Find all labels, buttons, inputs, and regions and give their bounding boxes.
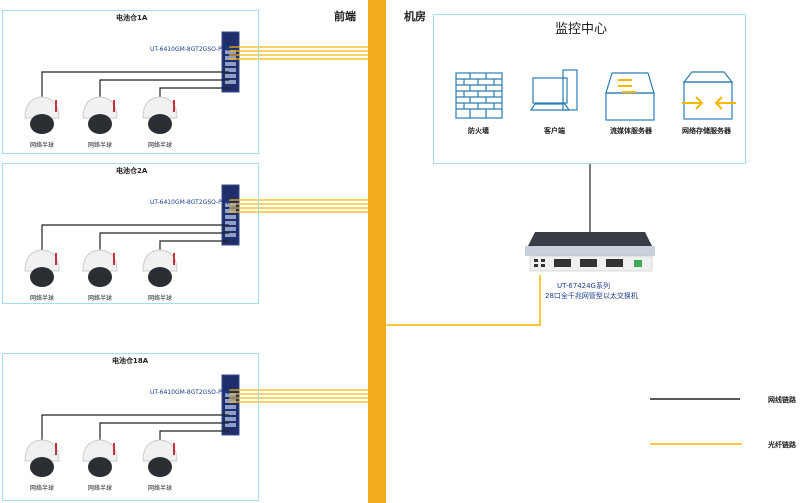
center-item-client: 客户端 <box>544 127 565 135</box>
ethernet-link <box>99 79 229 97</box>
center-item-firewall: 防火墙 <box>468 127 489 135</box>
zone-2 <box>2 163 259 304</box>
dome-camera-icon <box>142 249 178 272</box>
camera-lens <box>148 114 172 134</box>
legend-ethernet-label: 网线链路 <box>768 396 796 404</box>
camera-stripe <box>173 100 175 112</box>
front-label: 前端 <box>334 10 356 23</box>
center-item-storage: 网络存储服务器 <box>682 127 731 135</box>
camera-label: 网络半球 <box>88 142 113 149</box>
camera-lens <box>88 114 112 134</box>
ethernet-link <box>41 224 229 250</box>
legend-fiber-label: 光纤链路 <box>768 441 796 449</box>
ethernet-link <box>159 430 229 440</box>
access-switch-model: UT-6410GM-8GT2GSO-POE <box>150 199 231 206</box>
ethernet-link <box>159 240 229 250</box>
camera-label: 网络半球 <box>148 485 173 492</box>
camera-stripe <box>55 443 57 455</box>
camera-lens <box>30 267 54 287</box>
camera-stripe <box>113 443 115 455</box>
core-switch-icon <box>525 232 655 272</box>
dome-camera-icon <box>142 96 178 119</box>
camera-stripe <box>173 253 175 265</box>
fiber-uplink <box>386 275 541 326</box>
camera-lens <box>88 267 112 287</box>
room-label: 机房 <box>404 10 426 23</box>
camera-stripe <box>113 253 115 265</box>
camera-label: 网络半球 <box>88 485 113 492</box>
camera-lens <box>30 457 54 477</box>
camera-lens <box>30 114 54 134</box>
zone-title: 电池仓1A <box>116 14 148 22</box>
core-switch-model: UT-67424G系列 <box>557 282 610 290</box>
camera-stripe <box>113 100 115 112</box>
dome-camera-icon <box>82 96 118 119</box>
camera-label: 网络半球 <box>30 295 55 302</box>
dome-camera-icon <box>82 249 118 272</box>
ethernet-link <box>99 422 229 440</box>
dome-camera-icon <box>82 439 118 462</box>
camera-label: 网络半球 <box>30 142 55 149</box>
dome-camera-icon <box>142 439 178 462</box>
zone-title: 电池仓18A <box>112 357 149 365</box>
dome-camera-icon <box>24 439 60 462</box>
dome-camera-icon <box>24 96 60 119</box>
camera-stripe <box>173 443 175 455</box>
camera-label: 网络半球 <box>148 295 173 302</box>
monitoring-center <box>433 14 746 164</box>
camera-label: 网络半球 <box>88 295 113 302</box>
zone-title: 电池仓2A <box>116 167 148 175</box>
fiber-backbone <box>368 0 386 503</box>
ethernet-link <box>159 87 229 97</box>
core-switch-desc: 28口全千兆网管型以太交换机 <box>545 292 638 300</box>
ethernet-link <box>41 414 229 440</box>
access-switch-model: UT-6410GM-8GT2GSO-POE <box>150 46 231 53</box>
zone-3 <box>2 353 259 501</box>
camera-lens <box>88 457 112 477</box>
zone-1 <box>2 10 259 154</box>
camera-stripe <box>55 100 57 112</box>
center-item-streaming: 流媒体服务器 <box>610 127 652 135</box>
camera-stripe <box>55 253 57 265</box>
ethernet-link <box>41 71 229 97</box>
camera-lens <box>148 457 172 477</box>
camera-label: 网络半球 <box>148 142 173 149</box>
access-switch-model: UT-6410GM-8GT2GSO-POE <box>150 389 231 396</box>
dome-camera-icon <box>24 249 60 272</box>
camera-lens <box>148 267 172 287</box>
camera-label: 网络半球 <box>30 485 55 492</box>
center-title: 监控中心 <box>555 22 608 37</box>
ethernet-link <box>99 232 229 250</box>
